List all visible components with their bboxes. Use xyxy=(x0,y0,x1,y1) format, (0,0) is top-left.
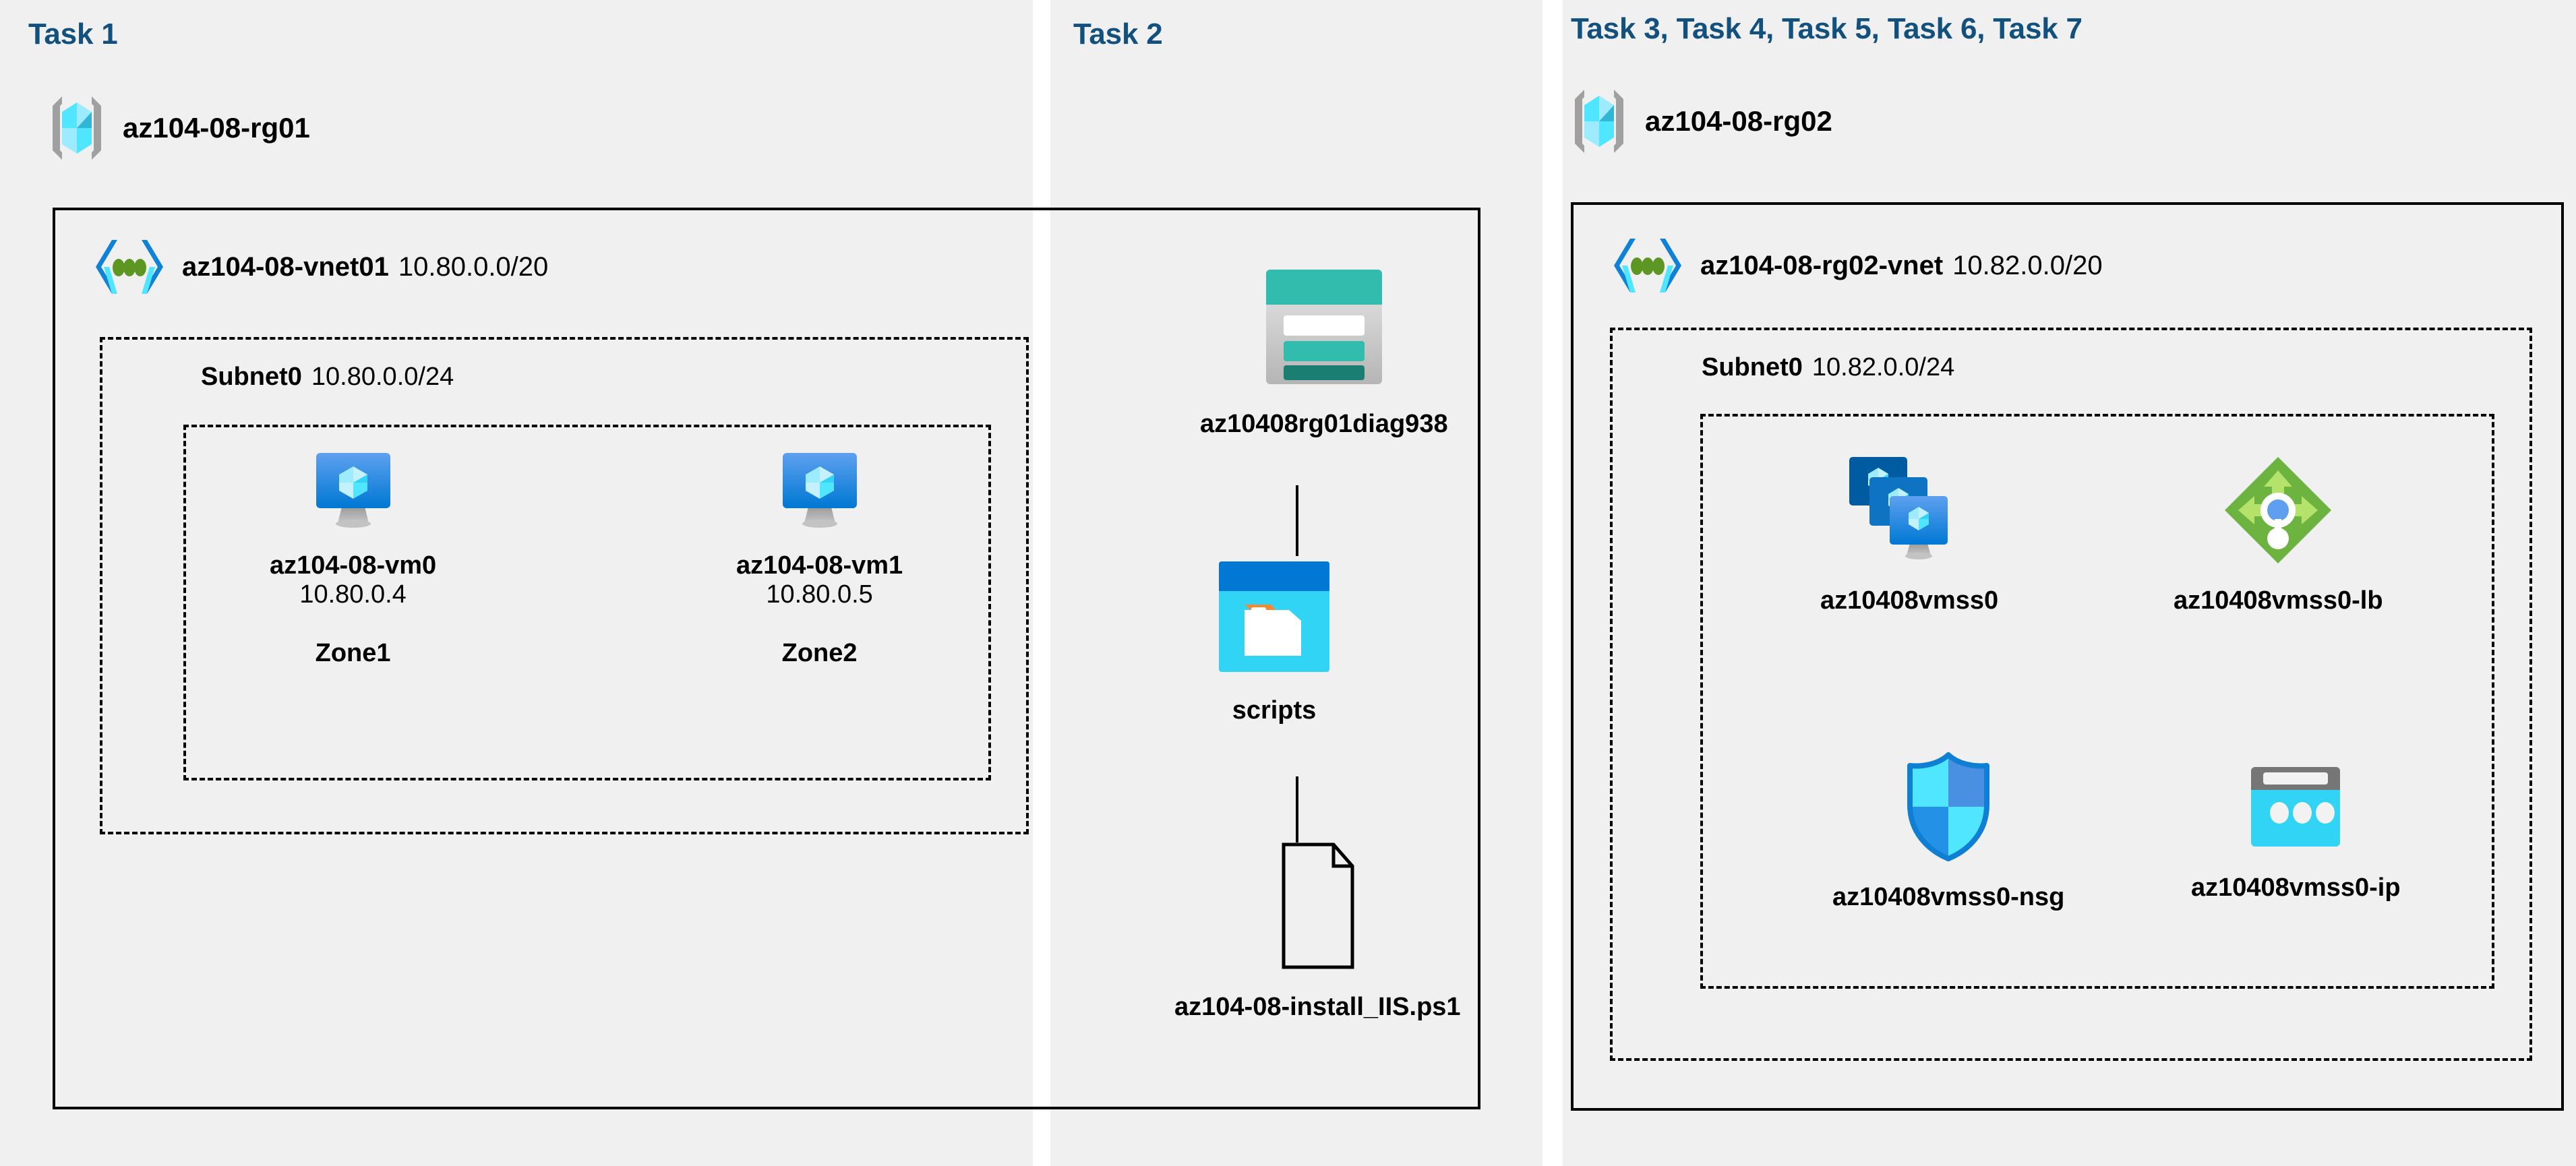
resource-group-icon xyxy=(49,94,105,162)
blob-container-icon xyxy=(1214,556,1335,677)
vm0-ip: 10.80.0.4 xyxy=(299,580,407,609)
storage-account-label: az10408rg01diag938 xyxy=(1200,410,1448,438)
blob-container-node: scripts xyxy=(1214,556,1335,725)
rg02-vnet-header: az104-08-rg02-vnet 10.82.0.0/20 xyxy=(1613,235,2103,297)
vmss-label: az10408vmss0 xyxy=(1820,586,1999,615)
vm1-ip: 10.80.0.5 xyxy=(766,580,873,609)
vnet01-boundary xyxy=(53,208,1480,1109)
vnet01-name: az104-08-vnet01 xyxy=(182,251,389,282)
resource-group-boundary-task3 xyxy=(1700,414,2494,989)
resource-group-label: az104-08-rg01 xyxy=(123,112,310,144)
vm1-label: az104-08-vm1 xyxy=(736,551,903,580)
resource-group-icon xyxy=(1571,88,1627,155)
resource-group-rg02: az104-08-rg02 xyxy=(1571,88,1832,155)
connector-storage-to-scripts xyxy=(1296,485,1298,556)
script-file-label: az104-08-install_IIS.ps1 xyxy=(1174,993,1461,1021)
panel-task-3 xyxy=(1563,0,2576,1166)
vnet01-cidr: 10.80.0.0/20 xyxy=(398,251,549,282)
script-file-icon xyxy=(1263,839,1371,974)
task-header-3: Task 3, Task 4, Task 5, Task 6, Task 7 xyxy=(1571,12,2083,45)
vm-node-1: az104-08-vm1 10.80.0.5 Zone2 xyxy=(736,445,903,668)
subnet0-name-task3: Subnet0 xyxy=(1702,353,1803,381)
resource-group-label: az104-08-rg02 xyxy=(1645,105,1832,137)
subnet0-title-task3: Subnet0 10.82.0.0/24 xyxy=(1702,353,1954,382)
vm-scale-set-icon xyxy=(1845,453,1973,567)
vm0-zone: Zone1 xyxy=(315,639,391,667)
subnet0-name-task1: Subnet0 xyxy=(201,363,302,391)
load-balancer-node: az10408vmss0-lb xyxy=(2174,453,2383,615)
virtual-network-icon xyxy=(94,236,164,298)
storage-account-icon xyxy=(1257,263,1391,391)
connector-scripts-to-file xyxy=(1296,776,1298,842)
nsg-label: az10408vmss0-nsg xyxy=(1832,883,2065,911)
network-security-group-icon xyxy=(1898,749,1999,864)
subnet0-boundary-task3 xyxy=(1610,328,2532,1061)
rg02-vnet-cidr: 10.82.0.0/20 xyxy=(1952,250,2103,280)
vm0-label: az104-08-vm0 xyxy=(270,551,437,580)
subnet0-cidr-task3: 10.82.0.0/24 xyxy=(1811,353,1955,381)
public-ip-label: az10408vmss0-ip xyxy=(2191,873,2401,902)
load-balancer-icon xyxy=(2221,453,2335,567)
vm-group-boundary xyxy=(183,425,991,780)
storage-account-node: az10408rg01diag938 xyxy=(1200,263,1448,439)
vm-node-0: az104-08-vm0 10.80.0.4 Zone1 xyxy=(270,445,436,668)
vm1-zone: Zone2 xyxy=(781,639,858,667)
network-security-group-node: az10408vmss0-nsg xyxy=(1832,749,2064,912)
task-header-1: Task 1 xyxy=(28,18,118,51)
subnet0-cidr-task1: 10.80.0.0/24 xyxy=(311,363,454,391)
rg02-vnet-name: az104-08-rg02-vnet xyxy=(1700,250,1944,280)
subnet0-title-task1: Subnet0 10.80.0.0/24 xyxy=(201,363,454,392)
blob-container-label: scripts xyxy=(1232,696,1317,725)
task-header-2: Task 2 xyxy=(1073,18,1163,51)
resource-group-rg01: az104-08-rg01 xyxy=(49,94,310,162)
rg02-vnet-boundary xyxy=(1571,202,2564,1111)
vnet01-header: az104-08-vnet01 10.80.0.0/20 xyxy=(94,236,548,298)
subnet0-boundary-task1 xyxy=(100,337,1029,834)
vm-scale-set-node: az10408vmss0 xyxy=(1820,453,1998,615)
virtual-network-icon xyxy=(1613,235,1683,297)
virtual-machine-icon xyxy=(776,445,864,532)
public-ip-address-node: az10408vmss0-ip xyxy=(2191,760,2401,902)
virtual-machine-icon xyxy=(309,445,397,532)
public-ip-address-icon xyxy=(2242,760,2349,855)
load-balancer-label: az10408vmss0-lb xyxy=(2174,586,2383,615)
script-file-node: az104-08-install_IIS.ps1 xyxy=(1174,839,1461,1022)
panel-task-1 xyxy=(0,0,1033,1166)
